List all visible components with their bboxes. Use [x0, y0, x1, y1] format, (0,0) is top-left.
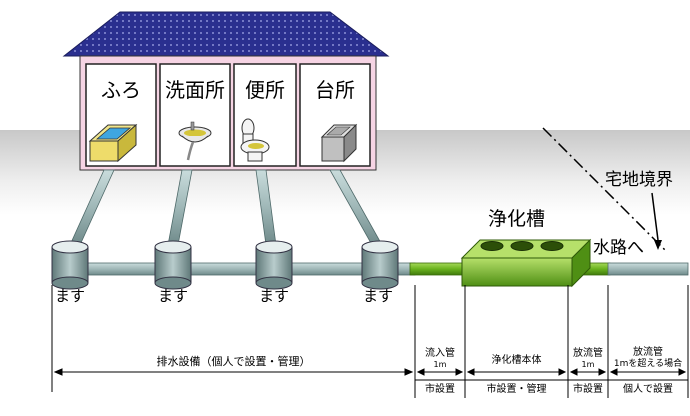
dimension-arrows	[53, 368, 687, 376]
masu-pit	[361, 240, 399, 290]
masu-pit	[51, 240, 89, 290]
room-label-kitchen: 台所	[315, 78, 355, 102]
inflow-pipe	[409, 262, 469, 276]
boundary-pointer	[651, 192, 659, 241]
masu-pit	[154, 240, 192, 290]
section-sub-inflow: 1m	[433, 360, 447, 369]
owner-outflow-private: 個人で設置	[623, 384, 673, 395]
bathtub-icon	[88, 123, 138, 163]
septic-tank-label: 浄化槽	[488, 208, 546, 230]
masu-label: ます	[259, 287, 290, 305]
room-label-bath: ふろ	[101, 78, 141, 102]
masu-label: ます	[158, 287, 189, 305]
owner-outflow: 市設置	[573, 384, 603, 395]
boundary-arrowhead	[654, 240, 662, 250]
room-label-washroom: 洗面所	[165, 78, 225, 102]
owner-tank-body: 市設置・管理	[486, 384, 547, 395]
room-label-toilet: 便所	[245, 78, 285, 102]
section-dividers	[51, 285, 689, 398]
room-panel-washroom	[159, 63, 231, 167]
masu-pit	[255, 240, 293, 290]
outflow-pipe-private	[607, 262, 689, 276]
toilet-icon	[240, 118, 270, 162]
masu-label: ます	[363, 287, 394, 305]
kitchen-sink-icon	[320, 123, 358, 163]
waterway-label: 水路へ	[593, 238, 644, 258]
washbasin-icon	[178, 121, 212, 161]
section-name-outflow: 放流管	[573, 348, 603, 359]
section-sub-outflow-private: 1mを超える場合	[613, 359, 683, 369]
masu-label: ます	[55, 287, 86, 305]
section-sub-outflow: 1m	[581, 360, 595, 369]
section-name-outflow-private: 放流管	[633, 347, 663, 358]
section-name-tank-body: 浄化槽本体	[491, 355, 542, 366]
property-boundary-line	[542, 127, 666, 251]
section-name-inflow: 流入管	[425, 348, 455, 359]
owner-inflow: 市設置	[425, 384, 455, 395]
section-name-drainage: 排水設備（個人で設置・管理）	[156, 355, 311, 368]
property-boundary-label: 宅地境界	[605, 170, 673, 190]
septic-tank	[460, 238, 592, 288]
house-roof	[62, 11, 390, 57]
